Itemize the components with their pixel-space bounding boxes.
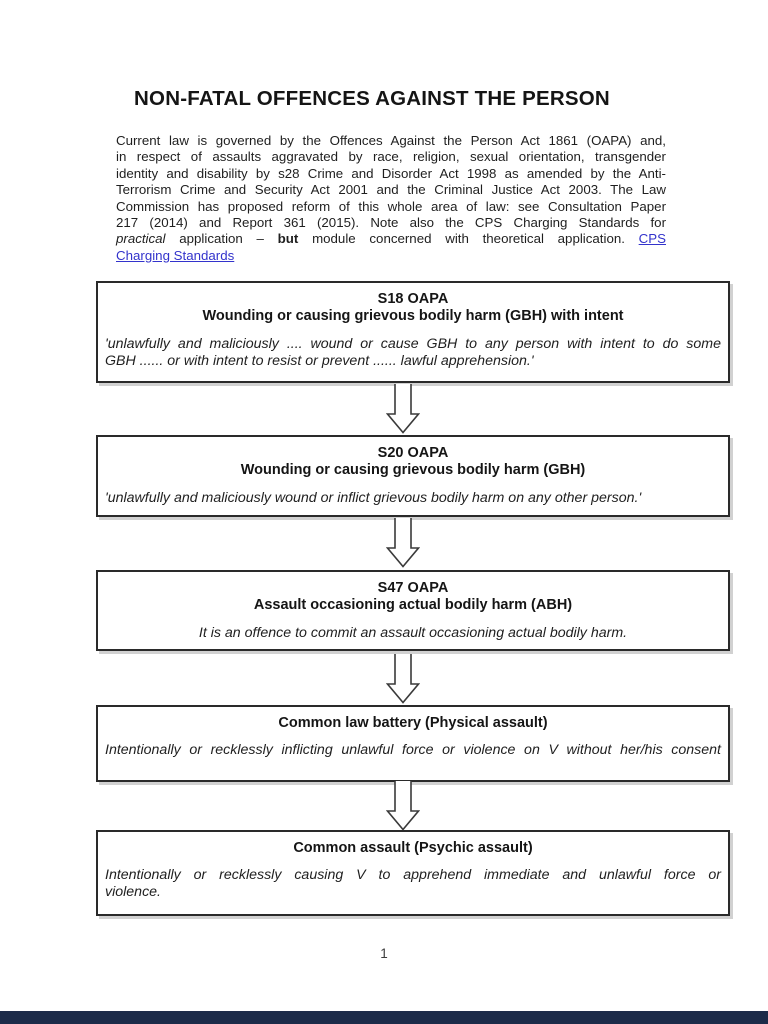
box-heading: S18 OAPA — [377, 291, 449, 307]
box-body-line: violence. — [105, 883, 161, 900]
intro-line: Current law is governed by the Offences … — [116, 133, 666, 148]
flowchart-box-s20-oapa: S20 OAPA Wounding or causing grievous bo… — [96, 435, 730, 517]
box-body-line: Intentionally or recklessly causing V to… — [105, 867, 721, 883]
down-arrow-icon — [386, 384, 420, 434]
cps-charging-standards-link[interactable]: CPS — [638, 231, 666, 247]
cps-charging-standards-link[interactable]: Charging Standards — [116, 247, 235, 263]
box-body-line: It is an offence to commit an assault oc… — [198, 625, 628, 641]
box-subheading: Wounding or causing grievous bodily harm… — [202, 308, 624, 324]
down-arrow-icon — [386, 781, 420, 831]
intro-line: practical application – but module conce… — [116, 231, 666, 247]
intro-line: 217 (2014) and Report 361 (2015). Note a… — [116, 215, 666, 231]
text-run: practical — [116, 231, 166, 247]
text-run: application – — [165, 231, 278, 247]
box-heading: S47 OAPA — [377, 580, 449, 596]
text-run: but — [277, 231, 299, 247]
box-subheading: Assault occasioning actual bodily harm (… — [253, 597, 573, 613]
intro-line: Terrorism Crime and Security Act 2001 an… — [116, 182, 666, 198]
intro-line: Commission has proposed reform of this w… — [116, 198, 666, 214]
box-heading: Common assault (Psychic assault) — [293, 840, 533, 856]
intro-paragraph: Current law is governed by the Offences … — [116, 133, 666, 264]
box-body-line: 'unlawfully and maliciously .... wound o… — [105, 336, 721, 352]
down-arrow-icon — [386, 518, 420, 568]
text-run: module concerned with theoretical applic… — [298, 231, 639, 247]
page-number: 1 — [380, 946, 388, 961]
down-arrow-icon — [386, 654, 420, 704]
box-body-line: GBH ...... or with intent to resist or p… — [105, 352, 534, 369]
flowchart-box-common-law-battery: Common law battery (Physical assault) In… — [96, 705, 730, 782]
box-body-line: Intentionally or recklessly inflicting u… — [105, 742, 721, 758]
intro-line: Charging Standards — [116, 248, 666, 264]
page-title: NON-FATAL OFFENCES AGAINST THE PERSON — [134, 87, 610, 110]
box-heading: S20 OAPA — [377, 445, 449, 461]
intro-line: identity and disability by s28 Crime and… — [116, 165, 666, 181]
box-heading: Common law battery (Physical assault) — [278, 715, 548, 731]
box-body-line: 'unlawfully and maliciously wound or inf… — [105, 490, 642, 506]
intro-line: in respect of assaults aggravated by rac… — [116, 149, 666, 165]
box-subheading: Wounding or causing grievous bodily harm… — [240, 462, 586, 478]
viewer-footer-bar — [0, 1011, 768, 1024]
flowchart-box-s18-oapa: S18 OAPA Wounding or causing grievous bo… — [96, 281, 730, 383]
flowchart-box-common-assault: Common assault (Psychic assault) Intenti… — [96, 830, 730, 916]
flowchart-box-s47-oapa: S47 OAPA Assault occasioning actual bodi… — [96, 570, 730, 651]
